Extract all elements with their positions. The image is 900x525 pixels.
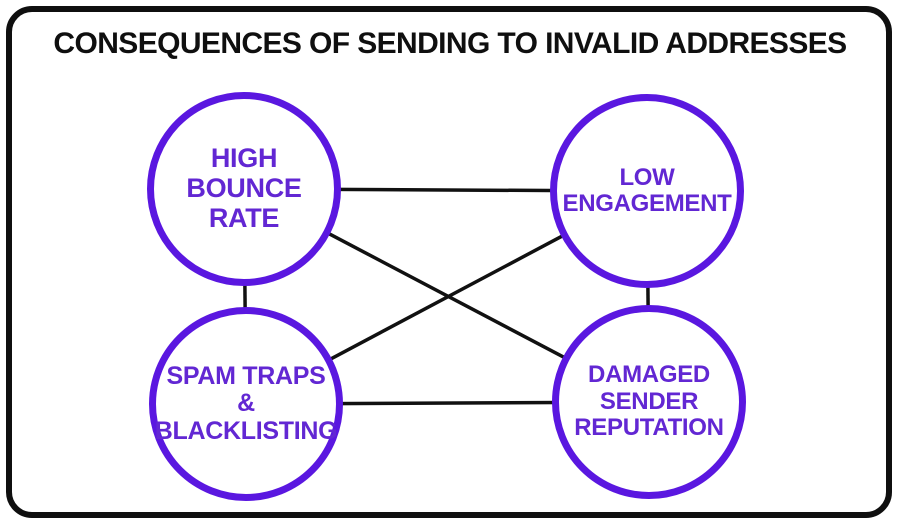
- node-label-high-bounce-rate: HIGH BOUNCE RATE: [186, 143, 302, 233]
- node-label-spam-traps-blacklisting: SPAM TRAPS & BLACKLISTING: [154, 361, 338, 445]
- node-low-engagement: LOW ENGAGEMENT: [550, 94, 744, 288]
- page-title: CONSEQUENCES OF SENDING TO INVALID ADDRE…: [53, 27, 847, 60]
- node-label-damaged-sender-reputation: DAMAGED SENDER REPUTATION: [574, 361, 724, 442]
- node-label-low-engagement: LOW ENGAGEMENT: [562, 163, 732, 217]
- node-damaged-sender-reputation: DAMAGED SENDER REPUTATION: [552, 305, 746, 499]
- node-high-bounce-rate: HIGH BOUNCE RATE: [147, 92, 341, 286]
- node-spam-traps-blacklisting: SPAM TRAPS & BLACKLISTING: [149, 307, 343, 501]
